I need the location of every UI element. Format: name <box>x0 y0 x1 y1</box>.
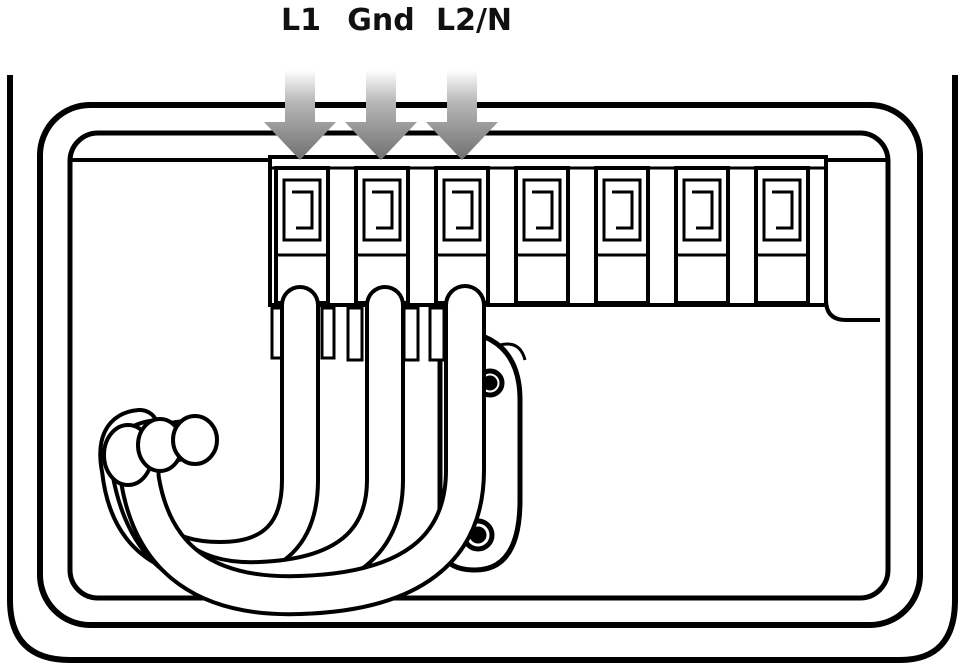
terminal-slot-5 <box>594 166 650 305</box>
terminal-slot-3 <box>434 166 490 305</box>
insertion-arrows <box>264 70 498 160</box>
arrow-gnd <box>345 70 417 160</box>
terminal-slot-1 <box>274 166 330 305</box>
label-gnd: Gnd <box>347 3 414 38</box>
terminal-slot-6 <box>674 166 730 305</box>
compartment-outer <box>37 102 923 628</box>
wire-clamps <box>270 306 446 362</box>
terminal-slot-2 <box>354 166 410 305</box>
arrow-l1 <box>264 70 336 160</box>
terminal-slot-4 <box>514 166 570 305</box>
terminal-row <box>274 166 810 305</box>
terminal-slot-7 <box>754 166 810 305</box>
arrow-l2n <box>426 70 498 160</box>
label-l1: L1 <box>281 3 321 38</box>
wire-ends <box>102 414 219 487</box>
label-l2n: L2/N <box>436 3 512 38</box>
device-housing <box>7 75 958 663</box>
